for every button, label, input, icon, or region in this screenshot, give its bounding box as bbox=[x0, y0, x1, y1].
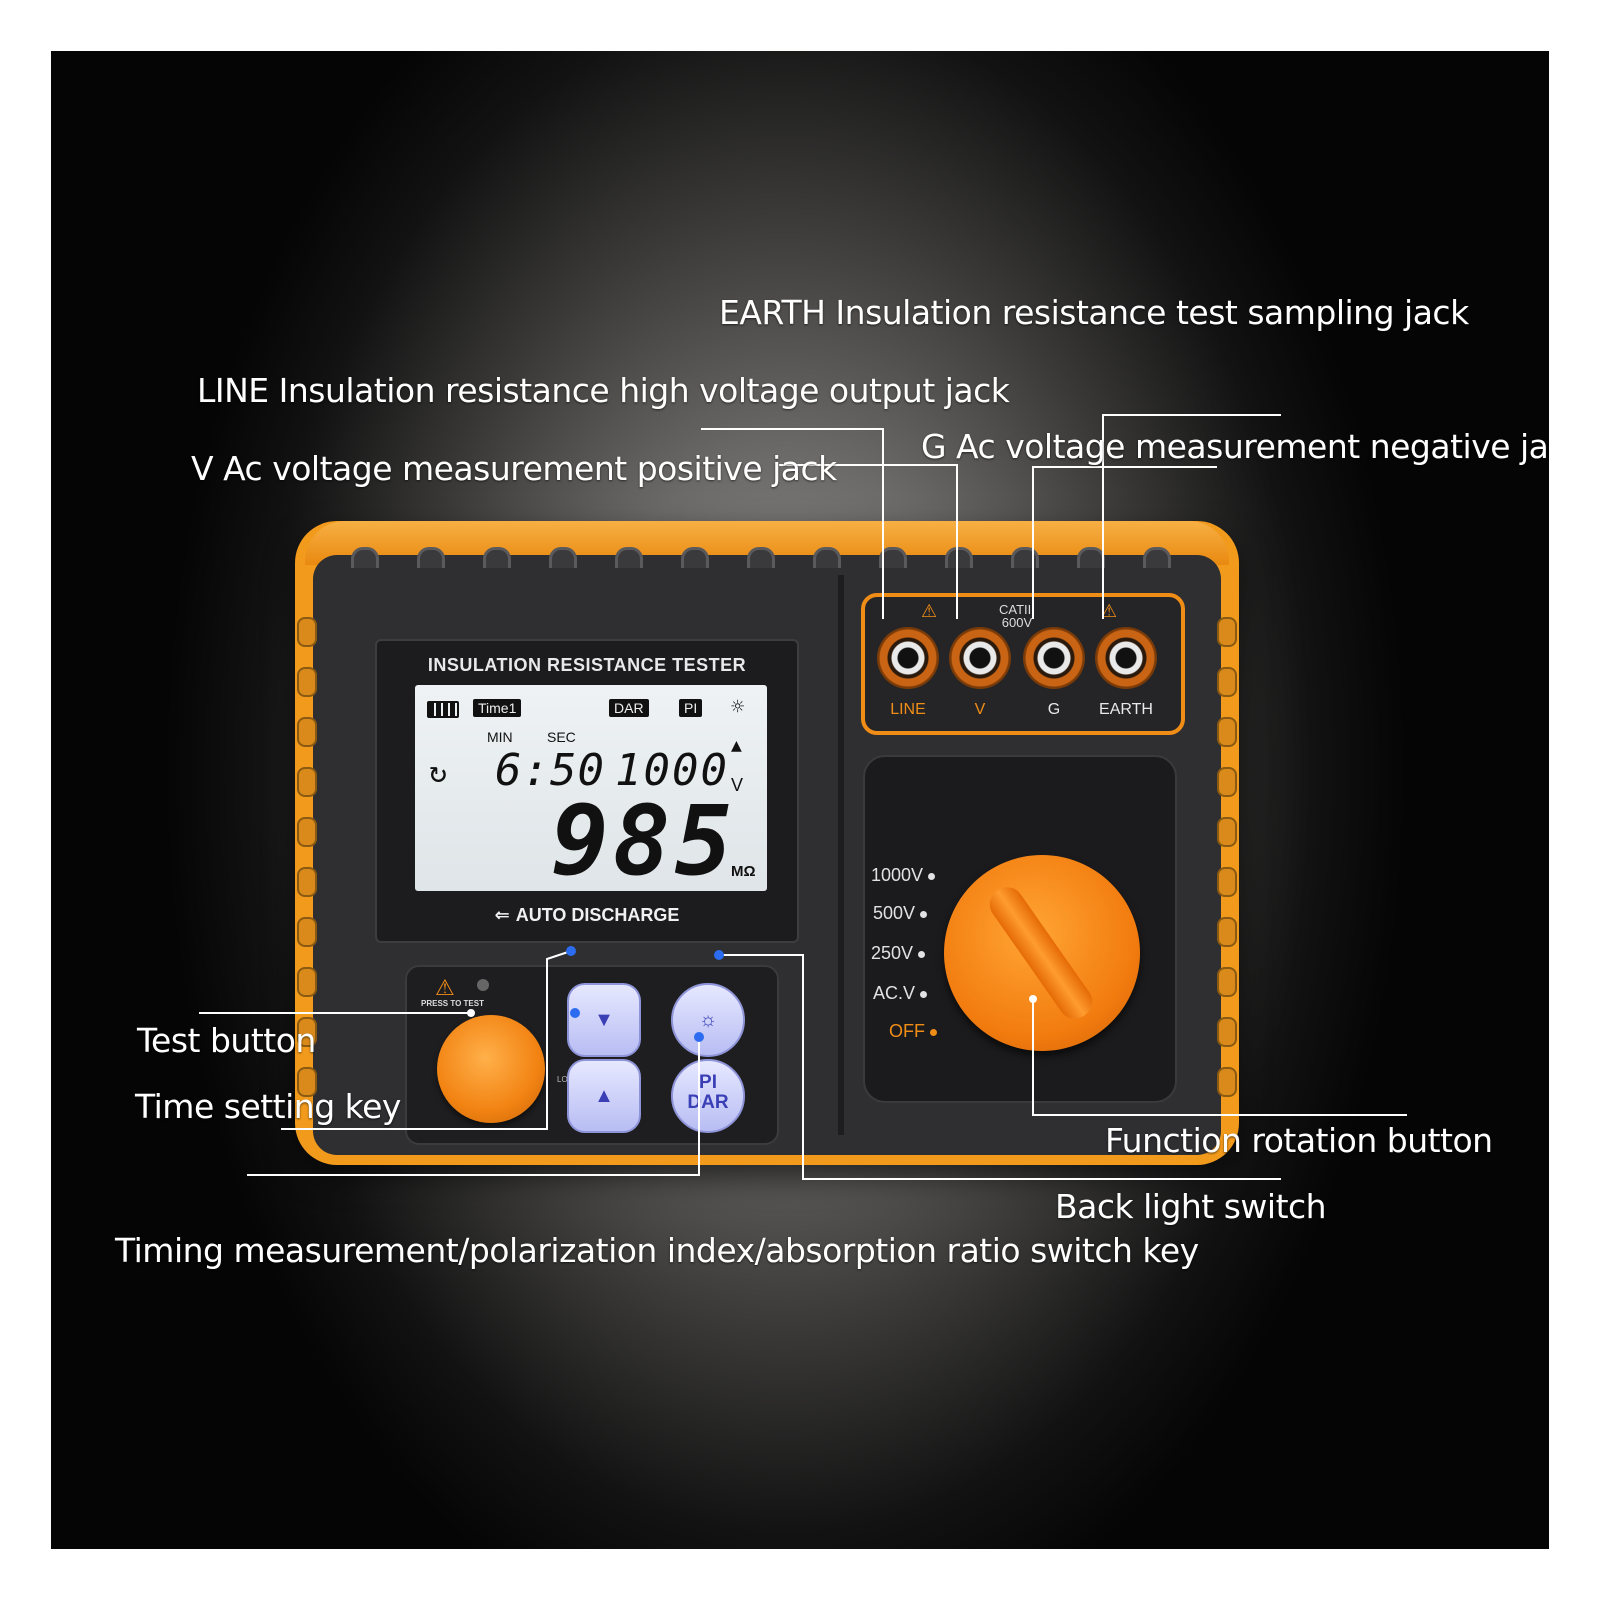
side-grip-rib bbox=[297, 867, 317, 897]
side-grip-rib bbox=[297, 617, 317, 647]
side-grip-rib bbox=[1217, 717, 1237, 747]
warning-icon-left: ⚠ bbox=[921, 601, 938, 621]
discharge-icon: ⇐ bbox=[494, 905, 510, 925]
side-grip-rib bbox=[297, 767, 317, 797]
category-rating: CATIII 600V bbox=[999, 602, 1035, 630]
range-off: OFF bbox=[867, 1021, 937, 1042]
callout-time-setting-key: Time setting key bbox=[135, 1087, 401, 1126]
v-jack-label: V bbox=[974, 701, 986, 718]
line-jack-label: LINE bbox=[890, 701, 926, 718]
earth-jack[interactable] bbox=[1095, 627, 1157, 689]
lcd-badge-dar: DAR bbox=[609, 699, 649, 717]
earth-jack-label: EARTH bbox=[1099, 701, 1153, 718]
housing-rib bbox=[1143, 547, 1171, 568]
side-grip-rib bbox=[1217, 917, 1237, 947]
device-face: INSULATION RESISTANCE TESTER Time1 DAR P… bbox=[313, 555, 1221, 1155]
sun-icon: ☼ bbox=[698, 1009, 718, 1031]
side-grip-rib bbox=[1217, 867, 1237, 897]
timer-icon: ↻ bbox=[429, 755, 448, 790]
time-up-key[interactable]: ▲ bbox=[567, 1059, 641, 1133]
lcd-sec-label: SEC bbox=[547, 729, 576, 745]
callout-test-button: Test button bbox=[137, 1021, 316, 1060]
backlight-bulb-icon: ☼ bbox=[731, 695, 745, 720]
dial-grip bbox=[983, 880, 1099, 1026]
side-grip-rib bbox=[297, 817, 317, 847]
housing-rib bbox=[417, 547, 445, 568]
key-panel: ⚠ PRESS TO TEST LOCK ▼ ▲ ☼ PI DAR bbox=[405, 965, 779, 1145]
side-grip-rib bbox=[1217, 967, 1237, 997]
panel-title: INSULATION RESISTANCE TESTER bbox=[427, 655, 747, 675]
callout-timing-switch: Timing measurement/polarization index/ab… bbox=[115, 1231, 1199, 1270]
time-down-key[interactable]: ▼ bbox=[567, 983, 641, 1057]
g-jack[interactable] bbox=[1023, 627, 1085, 689]
lcd-voltage-unit: V bbox=[731, 775, 744, 795]
range-1000v: 1000V bbox=[865, 865, 935, 886]
range-acv: AC.V bbox=[857, 983, 927, 1004]
callout-earth-jack: EARTH Insulation resistance test samplin… bbox=[719, 293, 1469, 332]
housing-rib bbox=[351, 547, 379, 568]
side-grip-rib bbox=[1217, 817, 1237, 847]
pi-dar-key[interactable]: PI DAR bbox=[671, 1059, 745, 1133]
housing-rib bbox=[747, 547, 775, 568]
lcd-voltage-value: 1000 bbox=[615, 745, 729, 796]
callout-v-jack: V Ac voltage measurement positive jack bbox=[191, 449, 837, 488]
face-divider bbox=[838, 575, 844, 1135]
side-grip-rib bbox=[1217, 667, 1237, 697]
lcd-timer-value: 6:50 bbox=[495, 745, 605, 796]
v-jack[interactable] bbox=[949, 627, 1011, 689]
callout-line-jack: LINE Insulation resistance high voltage … bbox=[197, 371, 1010, 410]
function-rotation-dial[interactable] bbox=[944, 855, 1140, 1051]
battery-icon bbox=[427, 701, 459, 718]
side-grip-rib bbox=[1217, 767, 1237, 797]
lcd-resistance-reading: 985 bbox=[551, 785, 737, 897]
housing-rib bbox=[615, 547, 643, 568]
triangle-up-icon: ▲ bbox=[594, 1085, 614, 1107]
callout-g-jack: G Ac voltage measurement negative jack bbox=[921, 427, 1549, 466]
side-grip-rib bbox=[297, 967, 317, 997]
side-grip-rib bbox=[297, 717, 317, 747]
housing-rib bbox=[813, 547, 841, 568]
range-250v: 250V bbox=[855, 943, 925, 964]
side-grip-rib bbox=[1217, 1067, 1237, 1097]
high-voltage-icon: ▲ bbox=[731, 735, 742, 756]
lcd-display: Time1 DAR PI ☼ MIN SEC ↻ 6:50 1000 V ▲ 9… bbox=[415, 685, 767, 897]
lcd-bezel: INSULATION RESISTANCE TESTER Time1 DAR P… bbox=[375, 639, 799, 943]
housing-rib bbox=[483, 547, 511, 568]
lcd-min-label: MIN bbox=[487, 729, 513, 745]
warning-icon: ⚠ bbox=[435, 975, 455, 1000]
side-grip-rib bbox=[297, 667, 317, 697]
housing-rib bbox=[549, 547, 577, 568]
lcd-badge-pi: PI bbox=[679, 699, 703, 717]
press-to-test-label: PRESS TO TEST bbox=[421, 999, 484, 1008]
callout-back-light: Back light switch bbox=[1055, 1187, 1327, 1226]
housing-rib bbox=[1077, 547, 1105, 568]
housing-rib bbox=[1011, 547, 1039, 568]
insulation-tester-device: INSULATION RESISTANCE TESTER Time1 DAR P… bbox=[295, 521, 1239, 1165]
lcd-badge-time: Time1 bbox=[473, 699, 522, 717]
warning-icon-right: ⚠ bbox=[1101, 601, 1118, 621]
housing-rib bbox=[681, 547, 709, 568]
jack-panel: ⚠ ⚠ CATIII 600V LINE V G EARTH bbox=[861, 593, 1185, 735]
auto-discharge-label: ⇐AUTO DISCHARGE bbox=[494, 905, 680, 925]
g-jack-label: G bbox=[1047, 701, 1061, 718]
side-grip-rib bbox=[1217, 1017, 1237, 1047]
range-500v: 500V bbox=[857, 903, 927, 924]
lcd-resistance-unit: MΩ bbox=[731, 863, 756, 880]
line-jack[interactable] bbox=[877, 627, 939, 689]
housing-rib bbox=[879, 547, 907, 568]
housing-rib bbox=[945, 547, 973, 568]
side-grip-rib bbox=[1217, 617, 1237, 647]
triangle-down-icon: ▼ bbox=[594, 1009, 614, 1031]
callout-function-rotation: Function rotation button bbox=[1105, 1121, 1493, 1160]
test-button[interactable] bbox=[437, 1015, 545, 1123]
indicator-led bbox=[477, 979, 489, 991]
side-grip-rib bbox=[297, 917, 317, 947]
diagram-stage: INSULATION RESISTANCE TESTER Time1 DAR P… bbox=[51, 51, 1549, 1549]
backlight-key[interactable]: ☼ bbox=[671, 983, 745, 1057]
dial-panel: 1000V 500V 250V AC.V OFF bbox=[863, 755, 1177, 1103]
